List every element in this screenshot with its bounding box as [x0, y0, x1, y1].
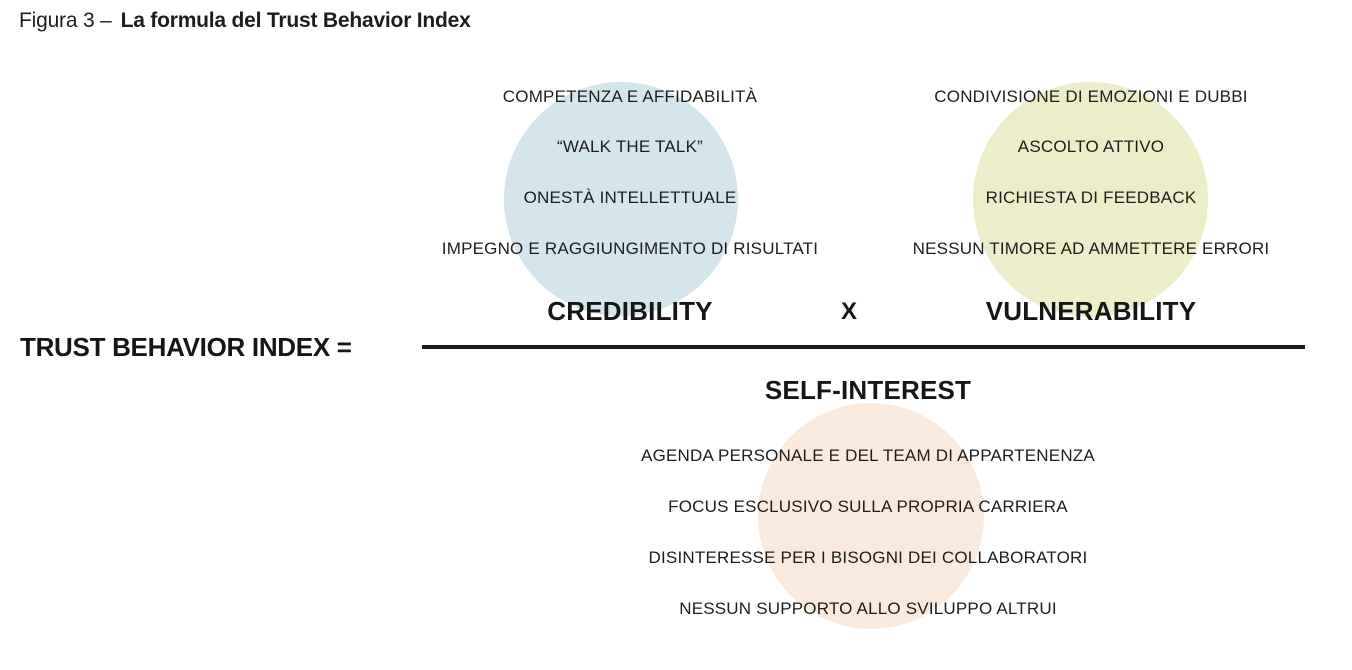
- credibility-label: CREDIBILITY: [547, 296, 713, 326]
- credibility-circle: [504, 82, 738, 316]
- vulnerability-circle: [973, 82, 1208, 317]
- vulnerability-item: NESSUN TIMORE AD AMMETTERE ERRORI: [912, 239, 1270, 258]
- self-interest-label: SELF-INTEREST: [764, 375, 972, 405]
- vulnerability-item: ASCOLTO ATTIVO: [1017, 137, 1165, 156]
- trust-behavior-index-label: TRUST BEHAVIOR INDEX =: [20, 332, 352, 362]
- credibility-item: “WALK THE TALK”: [557, 137, 703, 156]
- figure-title: La formula del Trust Behavior Index: [120, 9, 471, 32]
- vulnerability-item: RICHIESTA DI FEEDBACK: [985, 188, 1197, 207]
- self-interest-term: SELF-INTEREST AGENDA PERSONALE E DEL TEA…: [637, 0, 1099, 670]
- self-interest-item: NESSUN SUPPORTO ALLO SVILUPPO ALTRUI: [679, 599, 1057, 618]
- credibility-term: COMPETENZA E AFFIDABILITÀ “WALK THE TALK…: [420, 0, 840, 670]
- credibility-item: ONESTÀ INTELLETTUALE: [523, 188, 737, 207]
- self-interest-item: AGENDA PERSONALE E DEL TEAM DI APPARTENE…: [641, 446, 1095, 465]
- figure-header: Figura 3 – La formula del Trust Behavior …: [19, 6, 471, 36]
- self-interest-circle: [758, 403, 984, 629]
- credibility-item: COMPETENZA E AFFIDABILITÀ: [502, 87, 758, 106]
- vulnerability-term: CONDIVISIONE DI EMOZIONI E DUBBI ASCOLTO…: [880, 0, 1302, 670]
- vulnerability-item: CONDIVISIONE DI EMOZIONI E DUBBI: [934, 87, 1248, 106]
- fraction-line: [422, 345, 1305, 349]
- self-interest-item: DISINTERESSE PER I BISOGNI DEI COLLABORA…: [648, 548, 1088, 567]
- figure-number-label: Figura 3 –: [19, 9, 112, 32]
- self-interest-item: FOCUS ESCLUSIVO SULLA PROPRIA CARRIERA: [668, 497, 1068, 516]
- vulnerability-label: VULNERABILITY: [985, 296, 1197, 326]
- credibility-item: IMPEGNO E RAGGIUNGIMENTO DI RISULTATI: [441, 239, 819, 258]
- multiply-operator: X: [840, 298, 857, 325]
